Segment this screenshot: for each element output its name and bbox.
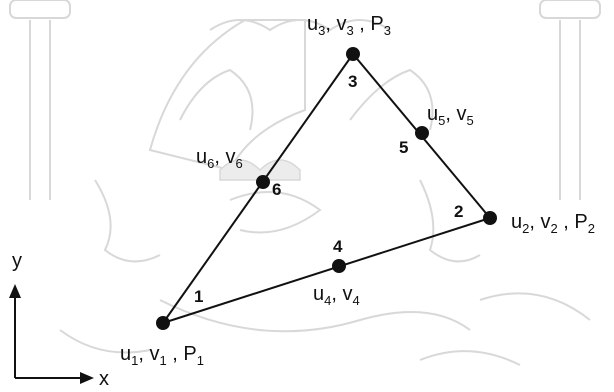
x-axis-arrowhead xyxy=(80,372,94,384)
node-5-variables: u5, v5 xyxy=(427,103,474,128)
element-nodes xyxy=(156,47,497,330)
node-4-number: 4 xyxy=(333,237,343,256)
node-1-variables: u1, v1 , P1 xyxy=(120,343,204,368)
node-6-number: 6 xyxy=(272,180,281,199)
y-axis-arrowhead xyxy=(9,284,21,298)
node-6-variables: u6, v6 xyxy=(196,146,243,171)
edge-1-3 xyxy=(162,53,354,324)
node-4-variables: u4, v4 xyxy=(313,283,360,308)
node-1-number: 1 xyxy=(194,287,203,306)
edge-2-1 xyxy=(162,217,491,324)
node-6-marker xyxy=(256,175,270,189)
x-axis-label: x xyxy=(99,368,109,390)
triangle-edges xyxy=(162,53,491,324)
nodal-variable-labels: u1, v1 , P1 u2, v2 , P2 u3, v3 , P3 u4, … xyxy=(120,13,595,368)
node-2-marker xyxy=(483,211,497,225)
watermark-seal xyxy=(9,0,601,366)
node-1-marker xyxy=(156,316,170,330)
coordinate-axes: y x xyxy=(9,250,109,390)
node-numbers: 1 2 3 4 5 6 xyxy=(194,72,463,306)
y-axis-label: y xyxy=(12,250,22,272)
node-2-number: 2 xyxy=(454,202,463,221)
node-4-marker xyxy=(332,259,346,273)
node-3-number: 3 xyxy=(348,72,357,91)
node-3-variables: u3, v3 , P3 xyxy=(307,13,391,38)
node-2-variables: u2, v2 , P2 xyxy=(511,211,595,236)
node-5-number: 5 xyxy=(399,138,408,157)
node-5-marker xyxy=(415,126,429,140)
node-3-marker xyxy=(346,47,360,61)
